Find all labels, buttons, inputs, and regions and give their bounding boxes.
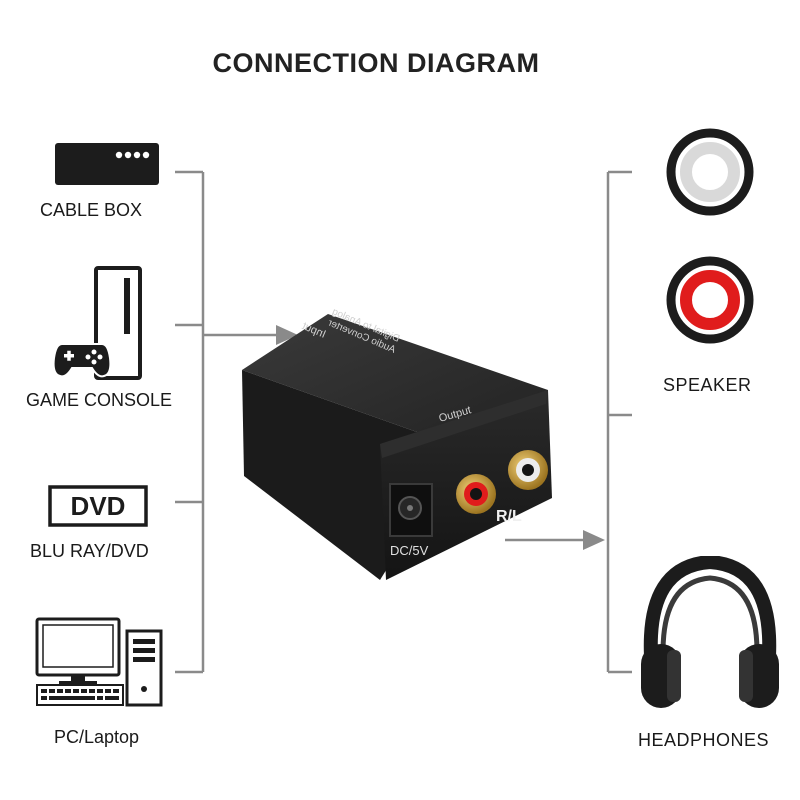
output-label-headphones: HEADPHONES [638, 730, 770, 750]
diagram-title: CONNECTION DIAGRAM [212, 48, 540, 78]
converter-rl-label: R/L [496, 508, 522, 525]
pc-icon [35, 617, 165, 714]
dvd-player-icon: DVD [48, 485, 148, 532]
input-arrow [276, 325, 298, 345]
output-label-speaker: SPEAKER [663, 375, 752, 395]
speaker-icon [658, 128, 762, 353]
source-label-game-console: GAME CONSOLE [26, 390, 173, 410]
converter-device: Digital to Analog Audio Converter Input … [240, 306, 560, 593]
cable-box-icon [55, 143, 159, 192]
source-label-blu-ray-dvd: BLU RAY/DVD [30, 541, 149, 561]
source-label-pc-laptop: PC/Laptop [54, 727, 140, 747]
converter-dc-label: DC/5V [390, 543, 429, 558]
headphones-icon [637, 554, 783, 717]
game-console-icon [52, 266, 144, 387]
dvd-badge-text: DVD [71, 491, 126, 521]
source-label-cable-box: CABLE BOX [40, 200, 143, 220]
output-arrow [583, 530, 605, 550]
